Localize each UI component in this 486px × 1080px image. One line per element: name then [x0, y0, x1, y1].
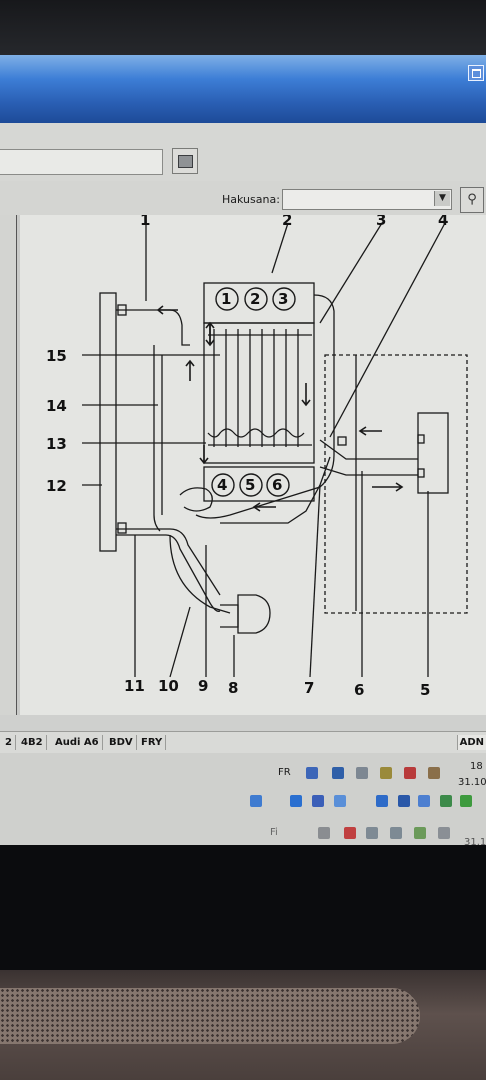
pen-icon[interactable]: [334, 795, 346, 807]
app-icon[interactable]: [332, 767, 344, 779]
monitor-top-bezel: [0, 0, 486, 55]
volume-icon[interactable]: [438, 827, 450, 839]
callout-6: 6: [354, 681, 364, 699]
tool-icon[interactable]: [380, 767, 392, 779]
search-input[interactable]: ▼: [282, 189, 452, 210]
status-cell-2: 4B2: [18, 735, 47, 750]
status-cell-1: 2: [2, 735, 16, 750]
flag-icon[interactable]: [344, 827, 356, 839]
cylinder-label-5: 5: [245, 476, 255, 494]
language-indicator[interactable]: FR: [278, 767, 291, 778]
status-cell-5: FRY: [138, 735, 167, 750]
shield-icon[interactable]: [460, 795, 472, 807]
toolbar-button[interactable]: [172, 148, 198, 174]
callout-14: 14: [46, 397, 67, 415]
callout-10: 10: [158, 677, 179, 695]
cylinder-label-4: 4: [217, 476, 227, 494]
callout-5: 5: [420, 681, 430, 699]
cylinder-label-6: 6: [272, 476, 282, 494]
chevron-down-icon[interactable]: ▼: [434, 191, 450, 206]
globe-icon[interactable]: [440, 795, 452, 807]
list-icon[interactable]: [418, 795, 430, 807]
status-cell-right: ADN: [456, 735, 486, 750]
window-titlebar: [0, 55, 486, 123]
window-icon[interactable]: [398, 795, 410, 807]
search-label: Hakusana:: [222, 193, 280, 206]
calendar-icon: [178, 155, 193, 168]
callout-9: 9: [198, 677, 208, 695]
callout-3: 3: [376, 215, 386, 229]
language-indicator-2[interactable]: Fi: [270, 827, 278, 838]
monitor-icon[interactable]: [376, 795, 388, 807]
clipboard-icon[interactable]: [356, 767, 368, 779]
cylinder-label-2: 2: [250, 290, 260, 308]
clock-time: 18: [470, 761, 483, 772]
diagram-svg: 1 2 3 4 5 6 1 2 3 4 5 6 7 8 9 10 11 12 1…: [46, 215, 468, 699]
play-icon[interactable]: [290, 795, 302, 807]
clock-date: 31.10: [458, 777, 486, 788]
display-icon[interactable]: [312, 795, 324, 807]
callout-4: 4: [438, 215, 448, 229]
callout-2: 2: [282, 215, 292, 229]
app-window: Hakusana: ▼ ⚲: [0, 123, 486, 848]
search-button[interactable]: ⚲: [460, 187, 484, 213]
toolbar-top: [0, 123, 486, 182]
windows-icon[interactable]: [366, 827, 378, 839]
alert-icon[interactable]: [404, 767, 416, 779]
content-frame: 1 2 3 4 5 6 1 2 3 4 5 6 7 8 9 10 11 12 1…: [0, 215, 486, 715]
binoculars-icon: ⚲: [467, 192, 477, 207]
folder-icon[interactable]: [428, 767, 440, 779]
cylinder-label-1: 1: [221, 290, 231, 308]
cylinder-label-3: 3: [278, 290, 288, 308]
maximize-button[interactable]: [468, 65, 484, 81]
callout-11: 11: [124, 677, 145, 695]
system-tray-area: FR 18 31.10 Fi 31.1: [0, 753, 486, 848]
status-cell-3: Audi A6: [52, 735, 103, 750]
callout-12: 12: [46, 477, 67, 495]
callout-15: 15: [46, 347, 67, 365]
document-icon[interactable]: [390, 827, 402, 839]
path-field[interactable]: [0, 149, 163, 175]
callout-13: 13: [46, 435, 67, 453]
callout-1: 1: [140, 215, 150, 229]
callout-7: 7: [304, 679, 314, 697]
signal-icon[interactable]: [414, 827, 426, 839]
speaker-grille: [0, 988, 420, 1044]
status-cell-4: BDV: [106, 735, 137, 750]
chevron-icon[interactable]: [318, 827, 330, 839]
status-bar: 2 4B2 Audi A6 BDV FRY ADN: [0, 731, 486, 755]
cooling-diagram: 1 2 3 4 5 6 1 2 3 4 5 6 7 8 9 10 11 12 1…: [20, 215, 486, 715]
left-navigation-panel[interactable]: [0, 215, 17, 715]
callout-8: 8: [228, 679, 238, 697]
word-icon[interactable]: [250, 795, 262, 807]
clock-date-2: 31.1: [464, 837, 486, 848]
network-icon[interactable]: [306, 767, 318, 779]
